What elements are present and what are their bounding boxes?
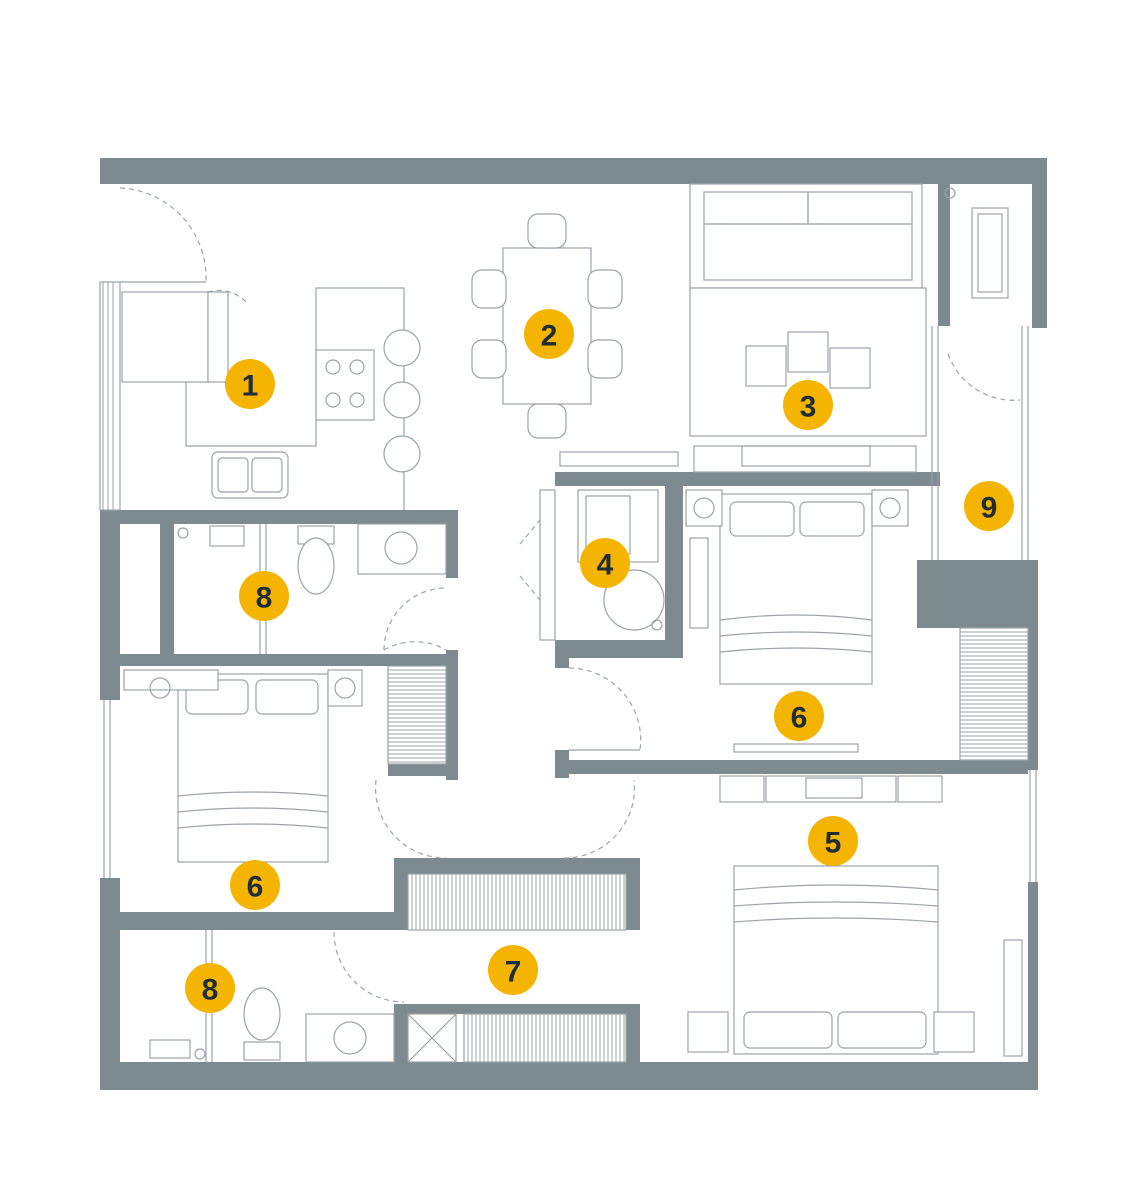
room-marker-dining: 2: [524, 309, 574, 359]
wardrobe-east: [959, 627, 1029, 761]
tv-stand: [733, 743, 859, 753]
shower-fixture: [149, 1039, 191, 1059]
ac-unit: [689, 537, 709, 629]
bed: [719, 493, 873, 685]
toilet: [243, 987, 281, 1041]
planter: [559, 451, 679, 467]
sofa: [689, 183, 923, 289]
nightstand: [871, 489, 909, 527]
nightstand: [933, 1011, 975, 1053]
nightstand: [685, 489, 723, 527]
bathroom-north: [177, 523, 447, 654]
master-bedroom: [687, 775, 1023, 1057]
room-marker-living: 3: [783, 380, 833, 430]
bar-stool: [383, 435, 421, 473]
room-marker-kitchen: 1: [225, 359, 275, 409]
room-markers: 1 2 3 4 5 6 6 7: [185, 309, 1014, 1013]
balcony: [944, 187, 1009, 299]
kitchen: [121, 287, 421, 510]
svg-text:5: 5: [825, 827, 842, 860]
bedroom-east: [685, 489, 909, 753]
window-west: [99, 281, 121, 511]
svg-text:6: 6: [247, 871, 264, 904]
bar-stool: [383, 329, 421, 367]
wardrobe-corridor-south: [463, 1013, 627, 1063]
room-marker-balcony: 9: [964, 481, 1014, 531]
svg-text:8: 8: [256, 582, 273, 615]
toilet: [297, 537, 335, 595]
window-bedroom-west: [103, 700, 111, 878]
room-marker-bathroom-north: 8: [239, 571, 289, 621]
nightstand: [687, 1011, 729, 1053]
svg-text:9: 9: [981, 492, 998, 525]
svg-text:8: 8: [202, 974, 219, 1007]
svg-text:2: 2: [541, 320, 558, 353]
bathroom-south: [149, 930, 457, 1063]
cooktop: [315, 349, 375, 421]
svg-text:3: 3: [800, 391, 817, 424]
ac-unit: [123, 669, 219, 691]
wardrobe-corridor-north: [407, 873, 627, 931]
room-marker-corridor: 7: [488, 945, 538, 995]
room-marker-bedroom-east: 6: [774, 691, 824, 741]
ac-unit: [1003, 939, 1023, 1057]
walls: [100, 158, 1047, 1090]
room-marker-bathroom-south: 8: [185, 963, 235, 1013]
bed: [733, 865, 939, 1055]
room-marker-bedroom-west: 6: [230, 860, 280, 910]
tv-console: [693, 445, 917, 473]
svg-text:4: 4: [597, 549, 614, 582]
sink: [211, 451, 289, 499]
svg-text:1: 1: [242, 370, 259, 403]
svg-text:6: 6: [791, 702, 808, 735]
room-marker-master-bedroom: 5: [808, 816, 858, 866]
bar-stool: [383, 381, 421, 419]
wardrobe-west: [387, 665, 447, 765]
room-marker-laundry: 4: [580, 538, 630, 588]
shower-fixture: [209, 525, 245, 547]
water-heater: [603, 569, 665, 631]
toilet-tank: [243, 1041, 281, 1061]
bed: [177, 673, 329, 863]
nightstand: [327, 669, 363, 707]
window-east: [931, 326, 1037, 882]
bedroom-west: [123, 669, 363, 863]
svg-text:7: 7: [505, 956, 522, 989]
living: [559, 183, 927, 473]
doors: [119, 187, 1021, 1003]
vanity: [305, 1013, 395, 1063]
